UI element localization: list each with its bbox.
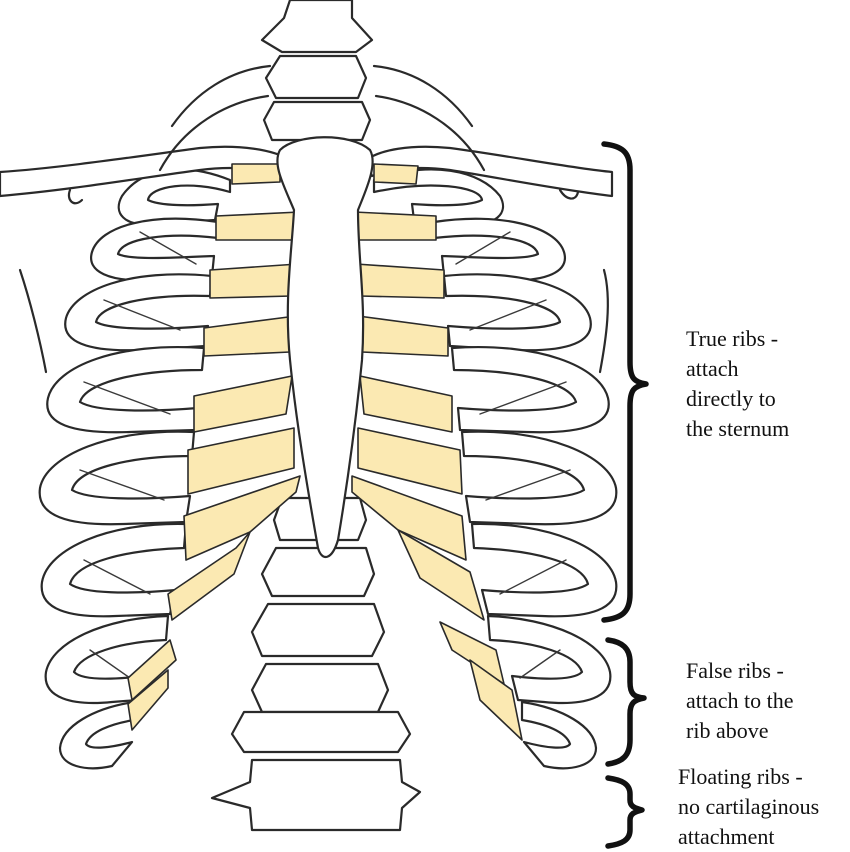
cartilage-left-8	[167, 531, 251, 621]
right-rib-5	[460, 430, 618, 526]
cartilage-right-10	[469, 659, 523, 741]
cartilage-left-4	[203, 315, 297, 357]
vertebra-lower-3	[250, 602, 386, 658]
sternum	[276, 136, 374, 558]
right-rib-2	[432, 217, 566, 282]
left-rib-8	[58, 700, 136, 770]
false-ribs-label: False ribs - attach to the rib above	[686, 658, 794, 743]
vertebra-lower-4	[250, 662, 390, 714]
right-rib-6	[470, 522, 618, 618]
cartilage-right-7	[351, 475, 467, 561]
cartilage-right-1	[373, 163, 419, 185]
cartilage-left-10	[127, 669, 169, 731]
vertebra-lower-2	[260, 546, 376, 598]
cartilage-left-6	[187, 427, 295, 495]
vertebra-bottom	[210, 758, 422, 832]
cartilage-left-5	[193, 375, 293, 433]
cartilage-left-3	[209, 263, 299, 299]
vertebral-column	[210, 0, 422, 832]
vertebra-3	[262, 100, 372, 142]
right-rib-4	[450, 346, 610, 434]
cartilage-right-2	[353, 211, 437, 241]
left-rib-2	[89, 217, 220, 282]
right-rib-3	[442, 273, 592, 352]
true-ribs-brace	[601, 141, 649, 623]
cartilage-right-8	[397, 529, 485, 621]
true-ribs-label: True ribs - attach directly to the stern…	[686, 326, 790, 441]
cartilage-right-3	[355, 263, 445, 299]
cartilage-right-6	[357, 427, 463, 495]
right-clavicle	[364, 145, 614, 198]
left-rib-6	[40, 522, 188, 618]
vertebra-lower-5	[230, 710, 412, 754]
false-ribs-brace	[605, 637, 647, 767]
cartilage-right-4	[357, 315, 449, 357]
costal-cartilages	[127, 163, 523, 741]
vertebra-2	[264, 54, 368, 100]
left-rib-3	[64, 273, 214, 352]
floating-ribs-label: Floating ribs - no cartilaginous attachm…	[678, 764, 820, 849]
cartilage-left-7	[183, 475, 301, 561]
right-ribs	[364, 64, 618, 770]
left-rib-5	[38, 430, 196, 526]
left-rib-4	[46, 346, 206, 434]
cartilage-left-1	[231, 163, 281, 185]
cartilage-left-2	[215, 211, 301, 241]
right-rib-8	[520, 700, 598, 770]
vertebra-top	[260, 0, 374, 54]
right-rib-7	[486, 614, 612, 705]
cartilage-right-5	[359, 375, 453, 433]
cartilage-left-9	[127, 639, 177, 701]
floating-ribs-brace	[605, 775, 645, 849]
